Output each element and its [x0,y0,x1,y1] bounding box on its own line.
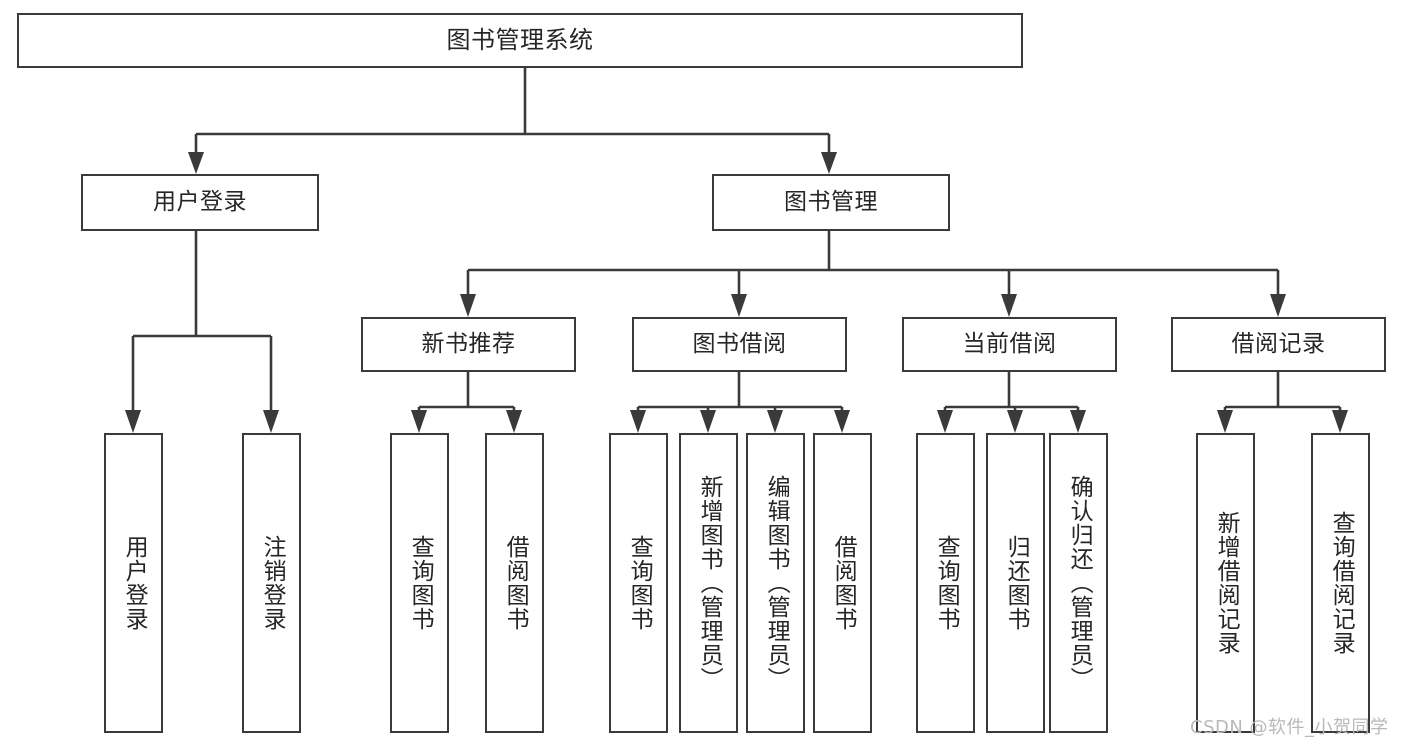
node-current-borrow[interactable]: 当前借阅 [902,317,1117,372]
arrow-borrow-leaf-1 [630,410,646,433]
node-borrow-records-label: 借阅记录 [1231,330,1326,357]
node-root[interactable]: 图书管理系统 [17,13,1023,68]
leaf-borrow-borrow-book[interactable]: 借阅图书 [813,433,872,733]
arrow-borrow-leaf-3 [767,410,783,433]
leaf-label: 查询图书 [933,535,960,631]
node-user-login[interactable]: 用户登录 [81,174,319,231]
leaf-label: 借阅图书 [502,535,529,631]
node-book-borrow[interactable]: 图书借阅 [632,317,847,372]
leaf-label: 查询图书 [626,535,653,631]
node-current-borrow-label: 当前借阅 [962,330,1057,357]
leaf-user-login-login[interactable]: 用户登录 [104,433,163,733]
arrow-records-leaf-1 [1217,410,1233,433]
watermark: CSDN @软件_小贺同学 [1190,717,1389,738]
arrow-current-leaf-3 [1070,410,1086,433]
leaf-label: 用户登录 [121,535,148,631]
leaf-label: 借阅图书 [830,535,857,631]
leaf-new-books-query-book[interactable]: 查询图书 [390,433,449,733]
leaf-user-login-logout[interactable]: 注销登录 [242,433,301,733]
arrow-root-to-book-manage [821,152,837,174]
node-book-management[interactable]: 图书管理 [712,174,950,231]
node-new-book-recommend-label: 新书推荐 [421,330,516,357]
arrow-borrow-leaf-4 [834,410,850,433]
node-book-management-label: 图书管理 [784,188,878,215]
leaf-borrow-add-book-admin[interactable]: 新增图书（管理员） [679,433,738,733]
leaf-borrow-edit-book-admin[interactable]: 编辑图书（管理员） [746,433,805,733]
leaf-label: 编辑图书（管理员） [763,475,790,691]
leaf-current-return-book[interactable]: 归还图书 [986,433,1045,733]
arrow-root-to-user-login [188,152,204,174]
node-user-login-label: 用户登录 [153,188,247,215]
node-new-book-recommend[interactable]: 新书推荐 [361,317,576,372]
arrow-userlogin-leaf-1 [125,410,141,433]
leaf-records-add-record[interactable]: 新增借阅记录 [1196,433,1255,733]
leaf-label: 确认归还（管理员） [1066,475,1093,691]
arrow-newbooks-leaf-2 [506,410,522,433]
arrow-bookmanage-child-1 [460,294,476,317]
node-root-label: 图书管理系统 [446,26,594,55]
arrow-newbooks-leaf-1 [411,410,427,433]
leaf-label: 新增借阅记录 [1213,511,1240,655]
leaf-new-books-borrow-book[interactable]: 借阅图书 [485,433,544,733]
arrow-userlogin-leaf-2 [263,410,279,433]
leaf-label: 归还图书 [1003,535,1030,631]
arrow-bookmanage-child-4 [1270,294,1286,317]
arrow-bookmanage-child-3 [1001,294,1017,317]
leaf-borrow-query-book[interactable]: 查询图书 [609,433,668,733]
leaf-records-query-record[interactable]: 查询借阅记录 [1311,433,1370,733]
arrow-borrow-leaf-2 [700,410,716,433]
node-book-borrow-label: 图书借阅 [692,330,787,357]
leaf-label: 注销登录 [259,535,286,631]
leaf-current-confirm-return-admin[interactable]: 确认归还（管理员） [1049,433,1108,733]
arrow-records-leaf-2 [1332,410,1348,433]
leaf-current-query-book[interactable]: 查询图书 [916,433,975,733]
arrow-current-leaf-2 [1007,410,1023,433]
arrow-bookmanage-child-2 [731,294,747,317]
node-borrow-records[interactable]: 借阅记录 [1171,317,1386,372]
leaf-label: 查询借阅记录 [1328,511,1355,655]
leaf-label: 新增图书（管理员） [696,475,723,691]
leaf-label: 查询图书 [407,535,434,631]
arrow-current-leaf-1 [937,410,953,433]
